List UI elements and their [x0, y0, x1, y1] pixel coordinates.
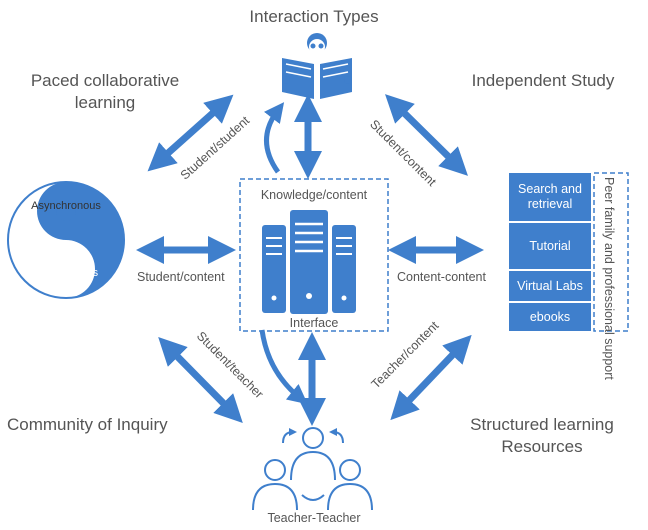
resource-virtual-labs: Virtual Labs [509, 271, 591, 301]
book-reader-icon [282, 33, 352, 99]
arrow-structured [390, 334, 472, 421]
knowledge-content-label: Knowledge/content [260, 188, 368, 202]
yin-yang-icon [7, 181, 125, 299]
community-of-inquiry-label: Community of Inquiry [7, 415, 168, 434]
teacher-group-icon [252, 427, 373, 511]
arrow-paced-learning [147, 94, 234, 172]
support-label: Peer family and professional support [602, 177, 616, 380]
curved-arrow-bottom [259, 329, 308, 405]
server-icon [262, 210, 356, 314]
curved-arrow-top [263, 102, 285, 174]
arrow-independent-study [385, 94, 468, 176]
curved-arrows [259, 102, 308, 405]
arrows [136, 94, 484, 426]
support-box [593, 172, 629, 332]
synchronous-label: Synchronous [33, 267, 99, 279]
interaction-types-label: Interaction Types [249, 7, 379, 26]
paced-collaborative-label: Paced collaborative learning [30, 71, 180, 112]
interface-label: Interface [289, 316, 339, 330]
resource-search-retrieval: Search and retrieval [509, 173, 591, 221]
student-content-left-label: Student/content [137, 270, 225, 284]
resources-stack: Search and retrieval Tutorial Virtual La… [509, 173, 591, 331]
content-content-label: Content-content [397, 270, 486, 284]
arrow-community [158, 337, 243, 423]
teacher-teacher-label: Teacher-Teacher [267, 511, 361, 525]
asynchronous-label: Asynchronous [31, 200, 101, 212]
resource-ebooks: ebooks [509, 303, 591, 331]
structured-learning-label: Structured learning Resources [470, 415, 614, 456]
independent-study-label: Independent Study [471, 71, 615, 90]
resource-tutorial: Tutorial [509, 223, 591, 269]
